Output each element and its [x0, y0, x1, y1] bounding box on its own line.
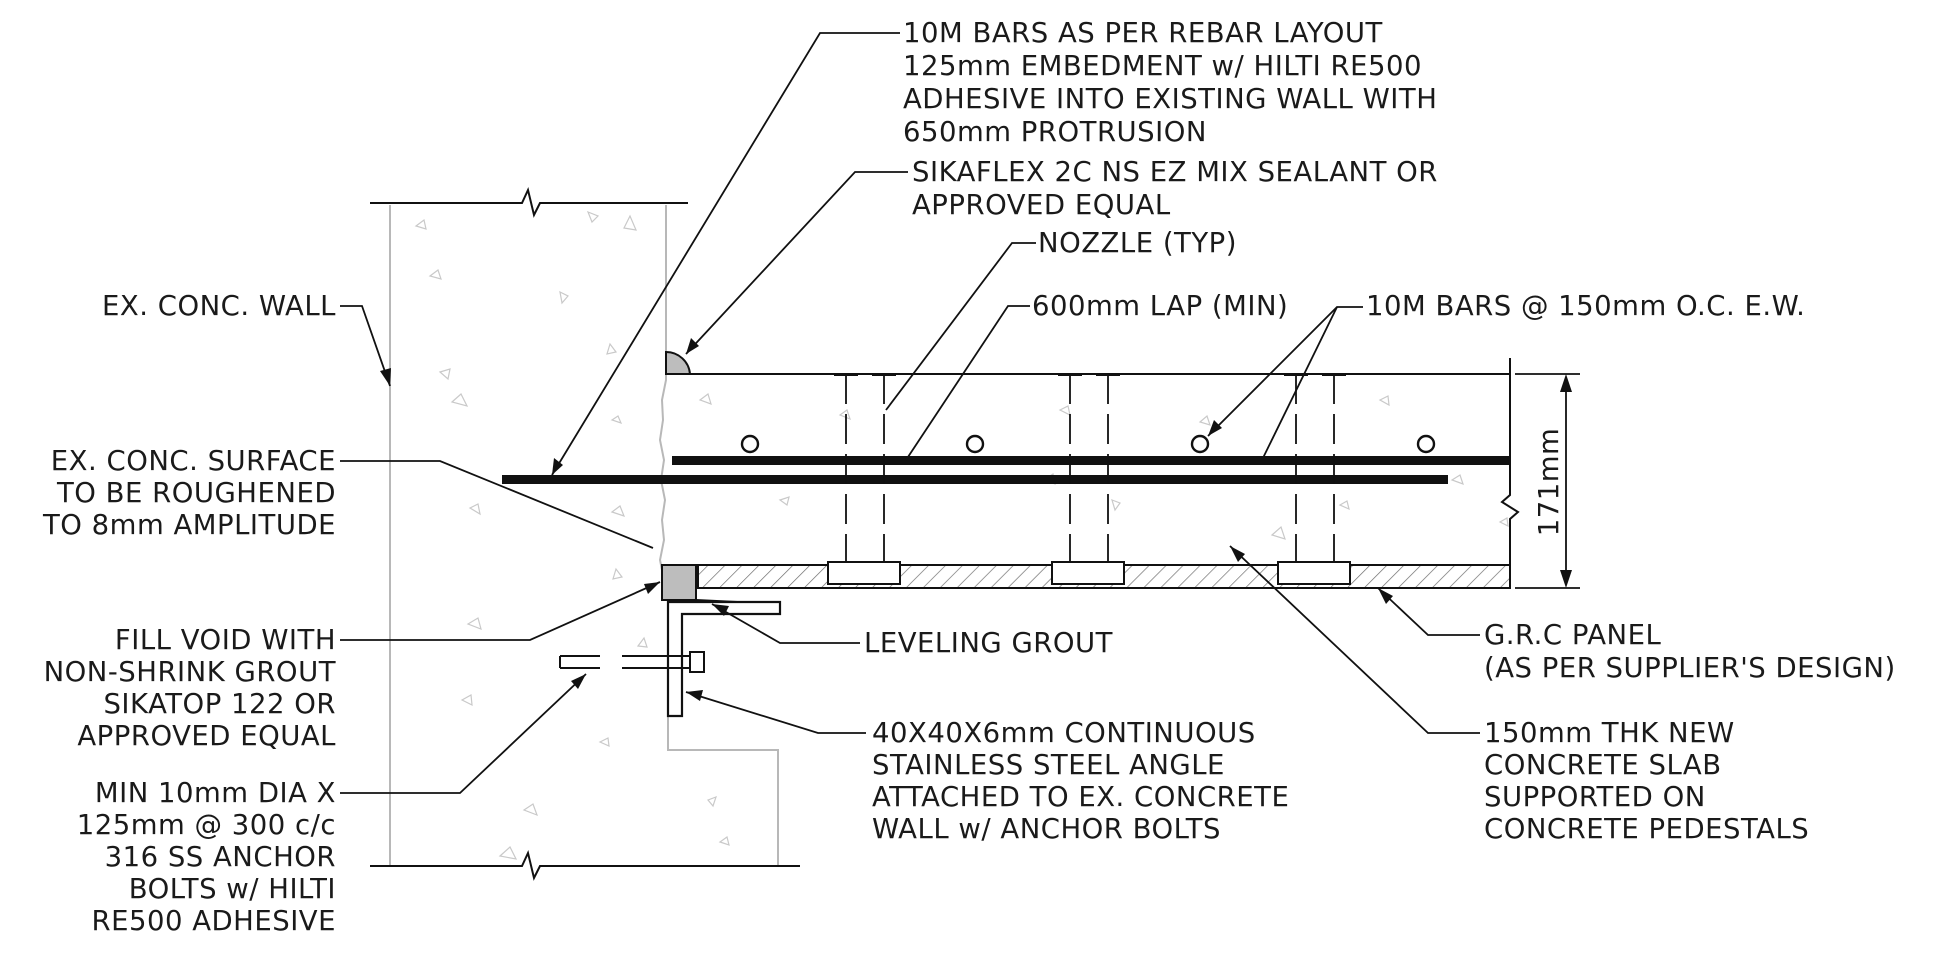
leader-lines: [340, 32, 1480, 794]
pedestal-2: [1051, 374, 1125, 585]
void-grout: [661, 564, 697, 601]
note-anchor-line-2: 125mm @ 300 c/c: [77, 809, 336, 841]
note-slab: 150mm THK NEW CONCRETE SLAB SUPPORTED ON…: [1484, 717, 1809, 845]
note-ex-conc-wall: EX. CONC. WALL: [102, 290, 336, 322]
note-anchor-line-5: RE500 ADHESIVE: [91, 905, 336, 937]
note-grc-line-2: (AS PER SUPPLIER'S DESIGN): [1484, 652, 1896, 684]
note-void-line-4: APPROVED EQUAL: [77, 720, 336, 752]
note-surface-line-1: EX. CONC. SURFACE: [51, 445, 336, 477]
rebar-cross-bars: [740, 434, 1436, 454]
rebar-top-mat: [672, 456, 1510, 465]
note-sealant-line-2: APPROVED EQUAL: [912, 189, 1171, 221]
note-angle-line-1: 40X40X6mm CONTINUOUS: [872, 717, 1256, 749]
note-grc-panel: G.R.C PANEL (AS PER SUPPLIER'S DESIGN): [1484, 619, 1896, 684]
pedestal-1: [827, 374, 901, 585]
new-concrete-slab: [688, 358, 1520, 588]
note-rebar-embed: 10M BARS AS PER REBAR LAYOUT 125mm EMBED…: [903, 17, 1437, 148]
stainless-steel-angle: [666, 600, 782, 718]
note-angle-line-4: WALL w/ ANCHOR BOLTS: [872, 813, 1221, 845]
note-nozzle: NOZZLE (TYP): [1038, 227, 1237, 259]
note-rebar-embed-line-1: 10M BARS AS PER REBAR LAYOUT: [903, 17, 1383, 49]
note-angle-line-2: STAINLESS STEEL ANGLE: [872, 749, 1225, 781]
sealant-bead: [665, 350, 692, 375]
note-slab-line-2: CONCRETE SLAB: [1484, 749, 1722, 781]
note-grc-line-1: G.R.C PANEL: [1484, 619, 1661, 651]
note-anchor-line-1: MIN 10mm DIA X: [95, 777, 336, 809]
note-surface-line-2: TO BE ROUGHENED: [56, 477, 336, 509]
note-void-line-1: FILL VOID WITH: [115, 624, 336, 656]
note-surface: EX. CONC. SURFACE TO BE ROUGHENED TO 8mm…: [42, 445, 336, 541]
note-lap: 600mm LAP (MIN): [1032, 290, 1288, 322]
note-void: FILL VOID WITH NON-SHRINK GROUT SIKATOP …: [44, 624, 336, 752]
anchor-bolt: [559, 651, 705, 673]
note-anchor: MIN 10mm DIA X 125mm @ 300 c/c 316 SS AN…: [77, 777, 336, 937]
note-leveling-grout: LEVELING GROUT: [864, 627, 1113, 659]
note-void-line-2: NON-SHRINK GROUT: [44, 656, 336, 688]
note-angle-line-3: ATTACHED TO EX. CONCRETE: [872, 781, 1289, 813]
note-angle: 40X40X6mm CONTINUOUS STAINLESS STEEL ANG…: [872, 717, 1289, 845]
dimension-171mm: 171mm: [1533, 428, 1565, 537]
note-sealant: SIKAFLEX 2C NS EZ MIX SEALANT OR APPROVE…: [912, 156, 1438, 221]
note-slab-line-1: 150mm THK NEW: [1484, 717, 1735, 749]
note-sealant-line-1: SIKAFLEX 2C NS EZ MIX SEALANT OR: [912, 156, 1438, 188]
note-rebar-embed-line-4: 650mm PROTRUSION: [903, 116, 1207, 148]
note-slab-line-3: SUPPORTED ON: [1484, 781, 1706, 813]
note-void-line-3: SIKATOP 122 OR: [103, 688, 336, 720]
note-bars-ew: 10M BARS @ 150mm O.C. E.W.: [1366, 290, 1805, 322]
note-slab-line-4: CONCRETE PEDESTALS: [1484, 813, 1809, 845]
note-rebar-embed-line-2: 125mm EMBEDMENT w/ HILTI RE500: [903, 50, 1422, 82]
concrete-aggregate-marks: [414, 210, 1509, 860]
note-surface-line-3: TO 8mm AMPLITUDE: [42, 509, 336, 541]
note-anchor-line-3: 316 SS ANCHOR: [105, 841, 336, 873]
rebar-dowel: [502, 475, 1448, 484]
note-rebar-embed-line-3: ADHESIVE INTO EXISTING WALL WITH: [903, 83, 1437, 115]
note-anchor-line-4: BOLTS w/ HILTI: [129, 873, 336, 905]
slab-thickness-dimension: 171mm: [1515, 373, 1580, 589]
existing-wall: [370, 186, 800, 881]
